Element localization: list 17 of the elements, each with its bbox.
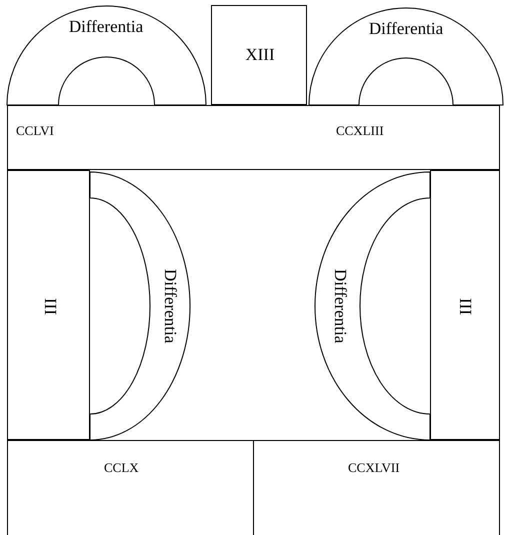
panel-label: III — [42, 298, 59, 314]
panel-label: CCXLVII — [348, 461, 400, 474]
rectangle-panel — [211, 5, 307, 105]
half-ring-label: Differentia — [332, 268, 349, 344]
half-ring-label: Differentia — [368, 20, 444, 37]
half-ring-label: Differentia — [68, 18, 144, 35]
rectangle-panel — [7, 105, 500, 170]
panel-label: III — [457, 298, 474, 314]
rectangle-panel — [7, 440, 254, 535]
panel-label: CCLVI — [16, 124, 54, 137]
rectangle-panel — [7, 170, 90, 440]
rectangle-panel — [253, 440, 500, 535]
half-ring-label: Differentia — [162, 268, 179, 344]
panel-label: CCLX — [104, 461, 139, 474]
rectangle-panel — [430, 170, 500, 440]
panel-label: XIII — [245, 46, 275, 63]
panel-label: CCXLIII — [336, 124, 384, 137]
